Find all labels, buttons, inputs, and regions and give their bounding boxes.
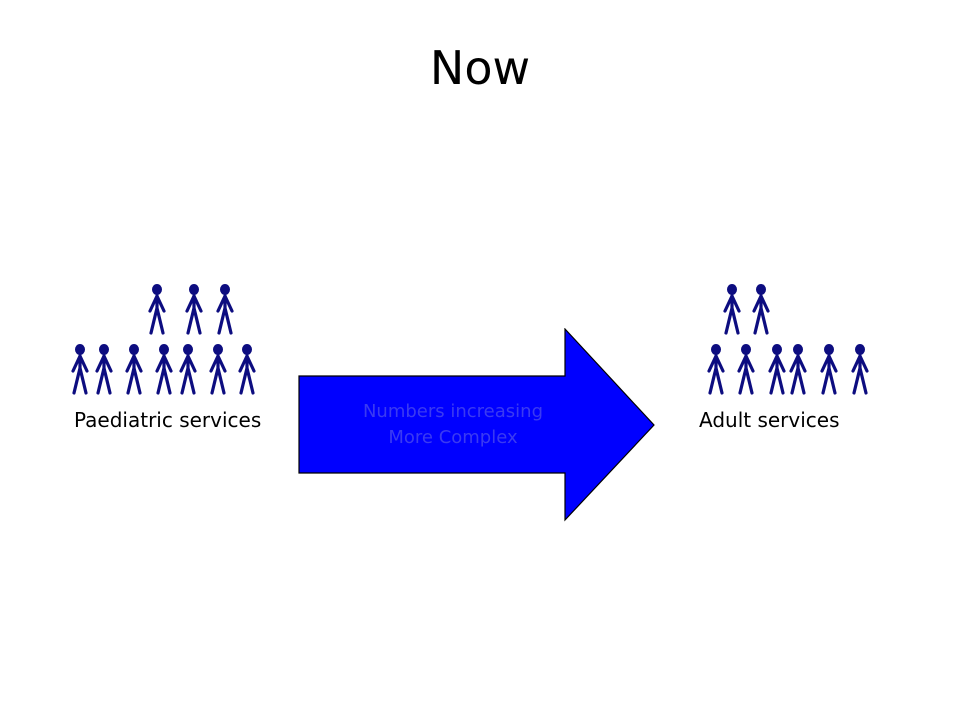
- adult-person-icon: [820, 344, 838, 395]
- adult-person-icon: [752, 284, 770, 335]
- adult-person-icon: [723, 284, 741, 335]
- paediatric-person-icon: [95, 344, 113, 395]
- adult-person-icon: [707, 344, 725, 395]
- arrow-caption: Numbers increasing More Complex: [298, 399, 608, 451]
- paediatric-person-icon: [155, 344, 173, 395]
- adult-person-icon: [851, 344, 869, 395]
- adult-person-icon: [737, 344, 755, 395]
- arrow-caption-line1: Numbers increasing: [362, 401, 544, 422]
- transition-arrow: Numbers increasing More Complex: [298, 327, 656, 522]
- paediatric-services-label: Paediatric services: [74, 408, 262, 432]
- paediatric-person-icon: [185, 284, 203, 335]
- adult-person-icon: [789, 344, 807, 395]
- paediatric-person-icon: [148, 284, 166, 335]
- paediatric-person-icon: [179, 344, 197, 395]
- arrow-caption-line2: More Complex: [388, 427, 518, 448]
- arrow-shape: [298, 327, 655, 522]
- slide-title: Now: [429, 41, 531, 95]
- adult-services-label: Adult services: [699, 408, 840, 432]
- paediatric-person-icon: [209, 344, 227, 395]
- paediatric-person-icon: [125, 344, 143, 395]
- paediatric-person-icon: [216, 284, 234, 335]
- paediatric-person-icon: [238, 344, 256, 395]
- paediatric-person-icon: [71, 344, 89, 395]
- arrow-polygon: [298, 327, 655, 522]
- adult-person-icon: [768, 344, 786, 395]
